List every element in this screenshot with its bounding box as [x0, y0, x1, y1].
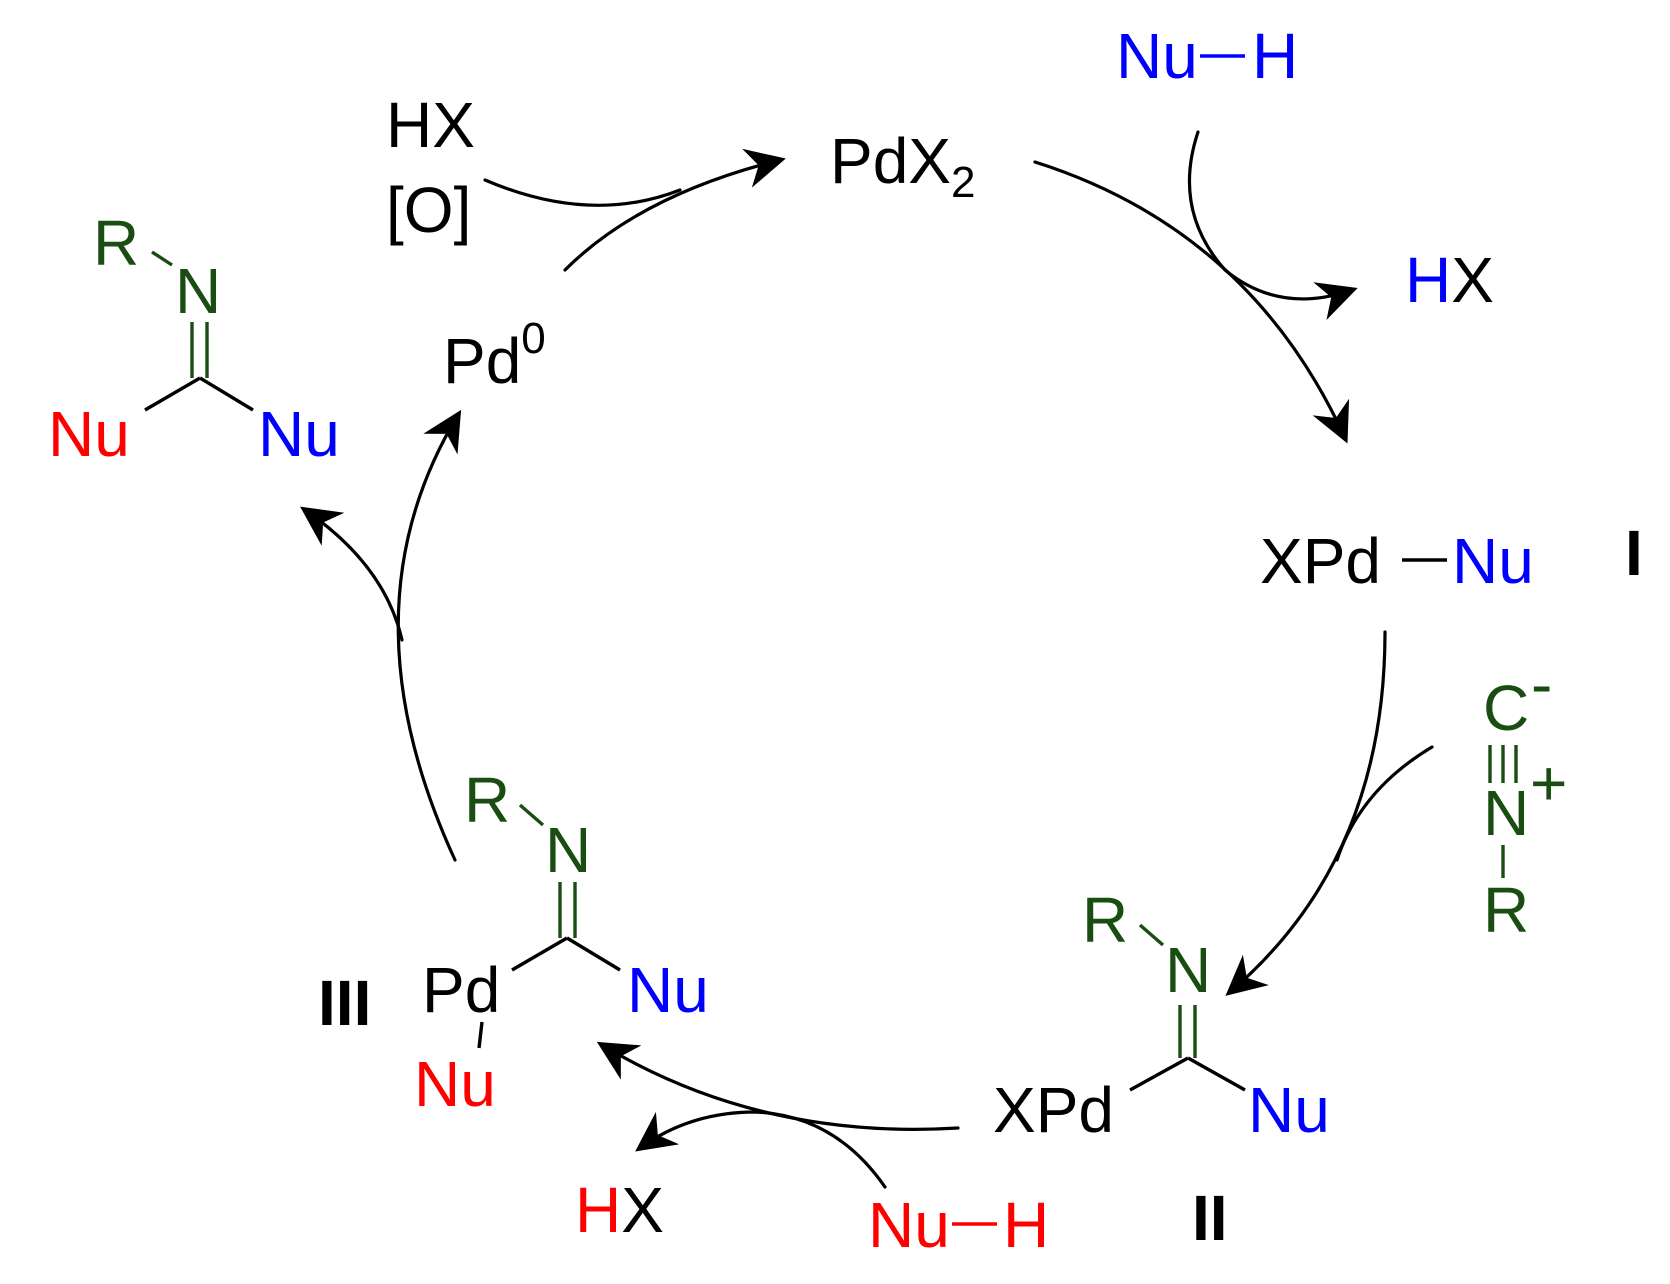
svg-text:Nu: Nu — [1452, 525, 1534, 597]
svg-text:Nu: Nu — [868, 1189, 950, 1261]
svg-text:Nu: Nu — [1116, 20, 1198, 92]
svg-text:Nu: Nu — [258, 398, 340, 470]
pd0-label: Pd0 — [443, 314, 546, 397]
arrow-nuh-blue-in-hx-out — [1187, 130, 1358, 321]
amidine-product: R N Nu Nu — [48, 207, 340, 470]
arrow-product-release — [300, 506, 404, 642]
svg-text:R: R — [464, 764, 510, 836]
svg-text:Nu: Nu — [414, 1048, 496, 1120]
intermediate-III: R N Pd Nu Nu — [414, 764, 709, 1120]
svg-text:H: H — [1003, 1189, 1049, 1261]
svg-text:C: C — [1483, 672, 1529, 744]
intermediate-I: XPd Nu — [1260, 525, 1534, 597]
oxidant-label: [O] — [386, 174, 471, 246]
hx-blue-byproduct: HX — [1405, 244, 1494, 316]
svg-text:-: - — [1531, 648, 1552, 720]
svg-text:R: R — [1082, 884, 1128, 956]
nucleophile-h-red: Nu H — [868, 1189, 1049, 1261]
arrow-intermediate-II-to-III — [596, 1041, 960, 1131]
hx-reagent-top: HX — [386, 89, 475, 161]
svg-text:N: N — [1483, 777, 1529, 849]
arrow-hx-oxidant-entry — [483, 178, 682, 207]
svg-text:Nu: Nu — [48, 398, 130, 470]
nucleophile-h-blue: Nu H — [1116, 20, 1298, 92]
svg-text:N: N — [1165, 934, 1211, 1006]
arrow-nuh-red-in-hx-out — [635, 1110, 887, 1189]
arrow-pd0-to-pdx2 — [563, 148, 786, 272]
pdx2-label: PdX2 — [830, 125, 975, 207]
svg-text:Pd: Pd — [422, 954, 500, 1026]
hx-red-byproduct: HX — [575, 1174, 664, 1246]
svg-text:Nu: Nu — [1248, 1074, 1330, 1146]
arrow-isocyanide-entry — [1335, 745, 1434, 862]
isocyanide-reagent: C - N + R — [1483, 648, 1567, 946]
svg-text:R: R — [1483, 874, 1529, 946]
label-roman-I: I — [1625, 517, 1643, 589]
svg-text:N: N — [175, 255, 221, 327]
intermediate-II: R N XPd Nu — [993, 884, 1330, 1146]
svg-text:H: H — [1252, 20, 1298, 92]
svg-text:XPd: XPd — [993, 1074, 1114, 1146]
arrow-intermediate-III-to-pd0 — [396, 409, 462, 862]
svg-text:N: N — [545, 814, 591, 886]
label-roman-III: III — [318, 967, 371, 1039]
svg-text:XPd: XPd — [1260, 525, 1381, 597]
svg-text:+: + — [1530, 747, 1567, 819]
label-roman-II: II — [1192, 1182, 1228, 1254]
svg-text:R: R — [93, 207, 139, 279]
svg-text:Nu: Nu — [627, 954, 709, 1026]
